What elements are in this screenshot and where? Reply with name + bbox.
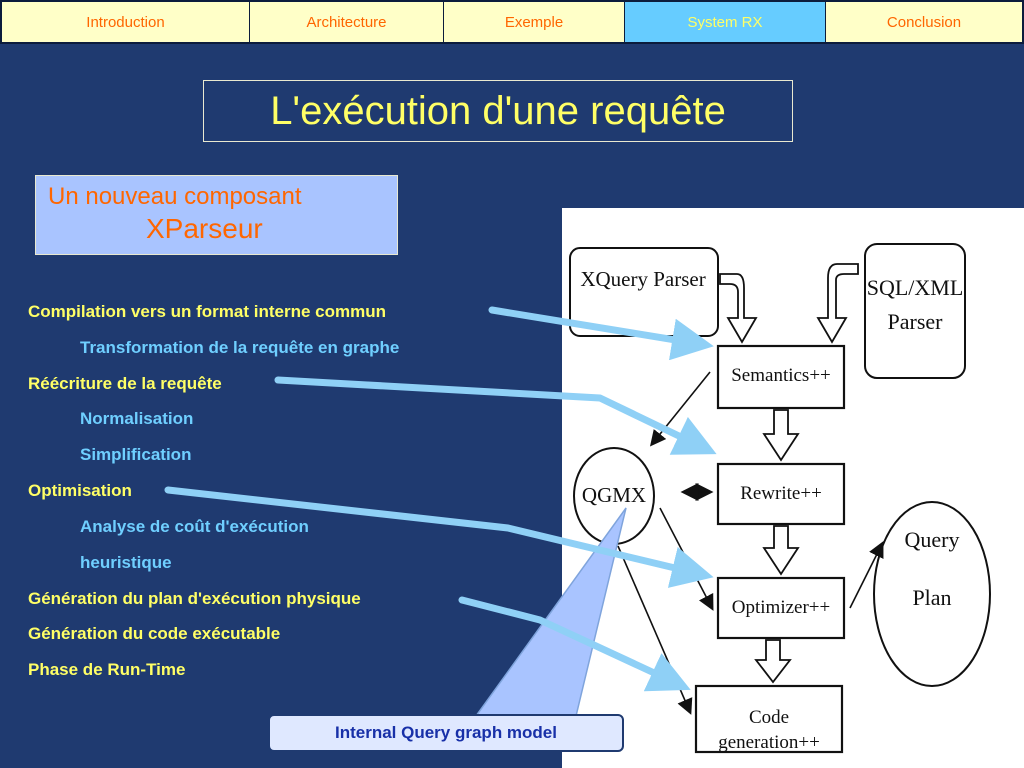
codegen-box (694, 684, 844, 754)
codegen-label: Code generation++ (718, 707, 820, 753)
top-navigation: Introduction Architecture Exemple System… (0, 0, 1024, 44)
sqlxml-parser-label-2: Parser (887, 309, 943, 334)
tab-architecture[interactable]: Architecture (250, 2, 444, 42)
down-arrow-1 (762, 409, 800, 462)
semantics-label: Semantics++ (731, 365, 831, 386)
qgm-callout: Internal Query graph model (268, 714, 624, 752)
sqlxml-parser-box (864, 243, 966, 379)
component-box-line2: XParseur (146, 213, 263, 244)
step-generation-plan: Génération du plan d'exécution physique (28, 589, 361, 608)
step-heuristique: heuristique (80, 553, 172, 572)
qgmx-label: QGMX (581, 483, 647, 507)
query-plan-label-1: Query (904, 527, 960, 552)
step-compilation: Compilation vers un format interne commu… (28, 302, 386, 321)
sqlxml-parser-label-1: SQL/XML (866, 275, 964, 300)
query-plan-circle (873, 501, 991, 687)
step-run-time: Phase de Run-Time (28, 660, 186, 679)
tab-introduction[interactable]: Introduction (2, 2, 250, 42)
optimizer-label: Optimizer++ (731, 597, 831, 618)
xquery-parser-label: XQuery Parser (580, 267, 706, 291)
step-optimisation: Optimisation (28, 481, 132, 500)
step-analyse-cout: Analyse de coût d'exécution (80, 517, 309, 536)
semantics-box (716, 344, 846, 410)
optimizer-box (716, 576, 846, 640)
tab-conclusion[interactable]: Conclusion (886, 13, 962, 31)
page-title: L'exécution d'une requête (203, 80, 793, 142)
down-arrow-3 (754, 639, 792, 684)
tab-system-rx[interactable]: System RX (625, 2, 826, 42)
architecture-diagram: XQuery Parser SQL/XML Parser Semantics++… (562, 208, 1024, 768)
step-simplification: Simplification (80, 445, 192, 464)
step-transformation: Transformation de la requête en graphe (80, 338, 400, 357)
rewrite-box (716, 462, 846, 526)
query-plan-label-2: Plan (912, 585, 952, 610)
sqlxml-arrow (816, 263, 859, 344)
rewrite-label: Rewrite++ (740, 483, 822, 504)
down-arrow-2 (762, 525, 800, 576)
step-reecriture: Réécriture de la requête (28, 374, 222, 393)
component-box-line1: Un nouveau composant (48, 183, 302, 210)
component-box: Un nouveau composant XParseur (35, 175, 398, 255)
step-normalisation: Normalisation (80, 409, 194, 428)
step-generation-code: Génération du code exécutable (28, 624, 281, 643)
xquery-arrow (719, 273, 758, 344)
tab-exemple[interactable]: Exemple (444, 2, 625, 42)
